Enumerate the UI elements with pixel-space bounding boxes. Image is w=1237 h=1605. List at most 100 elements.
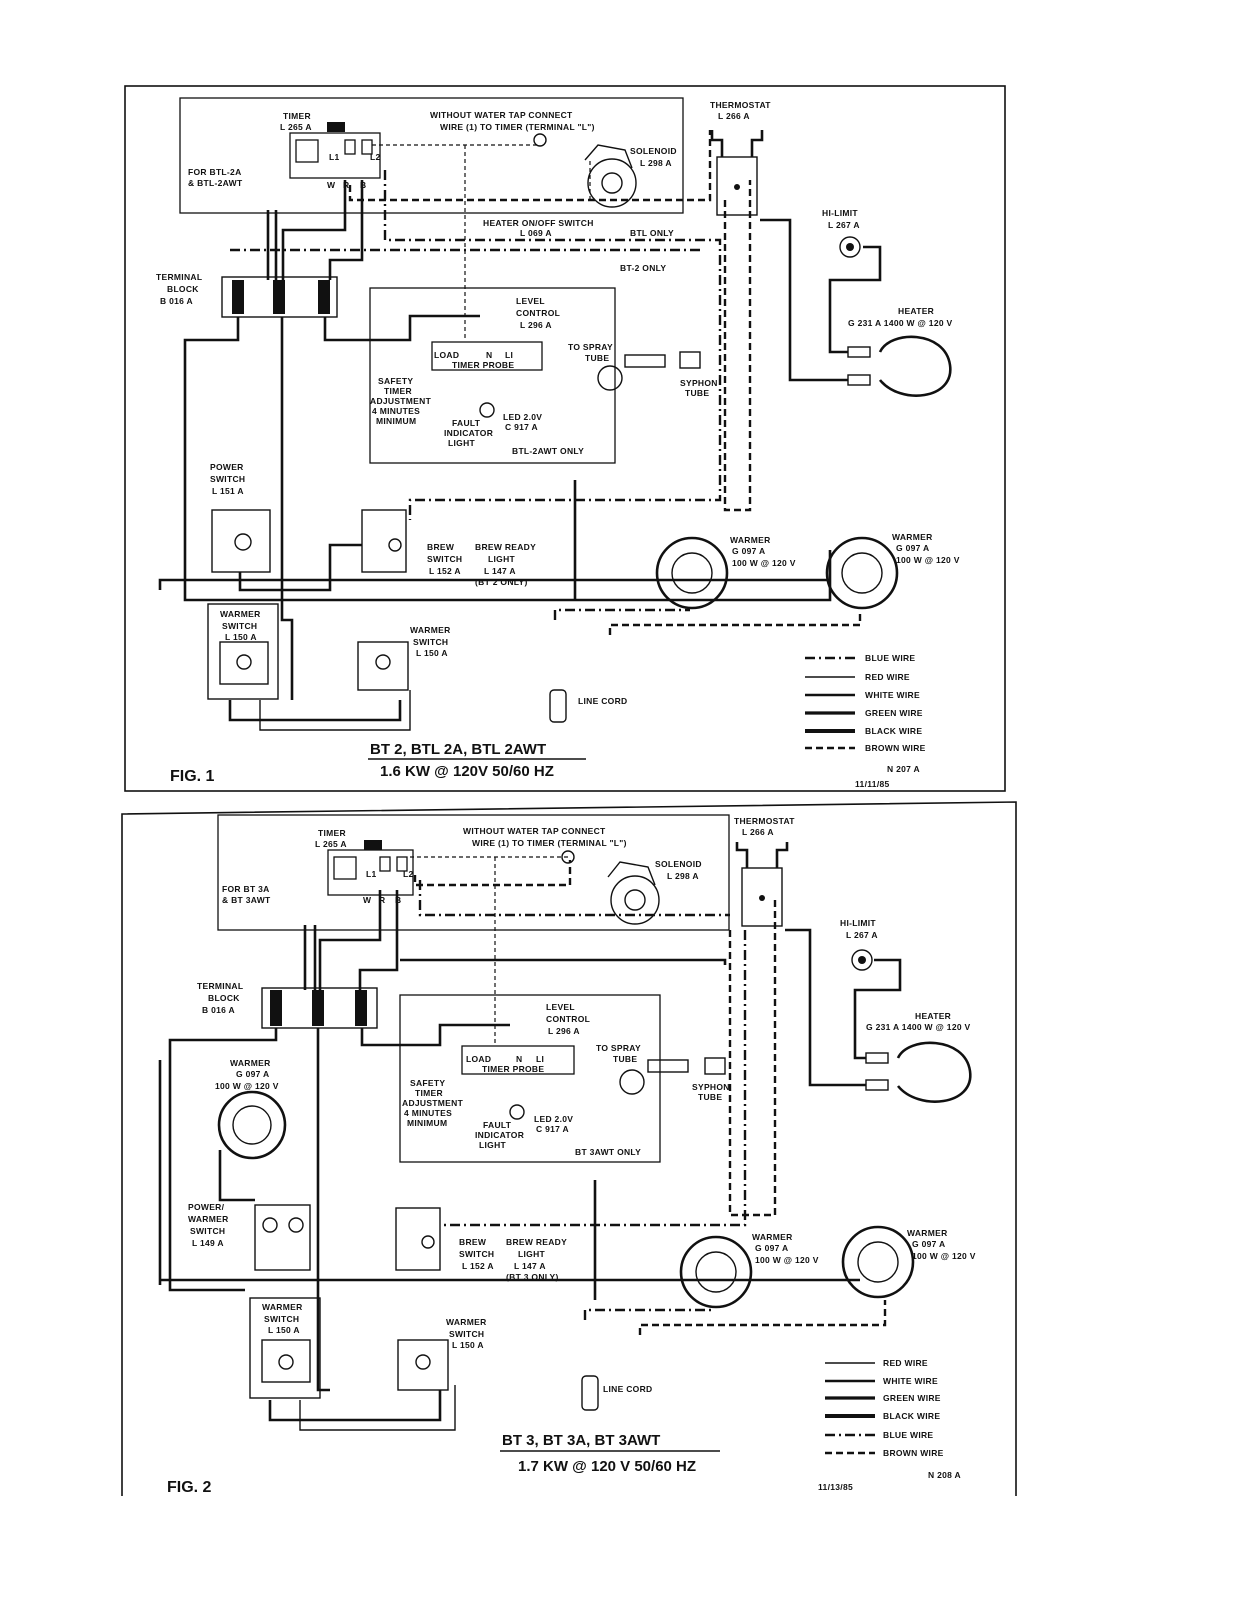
fig1-bt2-only: BT-2 ONLY xyxy=(620,263,666,273)
fig2-warmer-b-2: G 097 A xyxy=(912,1239,945,1249)
fig1-btl-only: BTL ONLY xyxy=(630,228,674,238)
fig2-spray-tube-2: TUBE xyxy=(613,1054,637,1064)
fig2-warmer-switch-b-1: WARMER xyxy=(446,1317,487,1327)
fig2-line-cord-label: LINE CORD xyxy=(603,1384,652,1394)
fig2-legend-5: BLUE WIRE xyxy=(883,1430,933,1440)
fig1-brew-switch-3: L 152 A xyxy=(429,566,461,576)
fig2-warmer-b: WARMER G 097 A 100 W @ 120 V xyxy=(841,1225,975,1299)
fig2-rating: 1.7 KW @ 120 V 50/60 HZ xyxy=(518,1458,696,1475)
fig1-led-1: LED 2.0V xyxy=(503,412,542,422)
fig1-warmer-switch-a-3: L 150 A xyxy=(225,632,257,642)
fig1-syphon-tube-2: TUBE xyxy=(685,388,709,398)
fig1-fault-light-2: INDICATOR xyxy=(444,428,493,438)
fig1-safety-timer-3: ADJUSTMENT xyxy=(370,396,432,406)
fig2-fault-light-1: FAULT xyxy=(483,1120,512,1130)
fig1-warmer-b-1: WARMER xyxy=(892,532,933,542)
fig2-heater-rating: G 231 A 1400 W @ 120 V xyxy=(866,1022,971,1032)
fig1-rating: 1.6 KW @ 120V 50/60 HZ xyxy=(380,763,554,780)
fig1-term-li: LI xyxy=(505,350,513,360)
fig1-warmer-a: WARMER G 097 A 100 W @ 120 V xyxy=(655,535,795,610)
fig2-term-n: N xyxy=(516,1054,522,1064)
fig2-level-control: LEVEL CONTROL L 296 A LOAD N LI TIMER PR… xyxy=(399,994,729,1163)
fig2-safety-timer-4: 4 MINUTES xyxy=(404,1108,452,1118)
fig2-water-tap-note-2: WIRE (1) TO TIMER (TERMINAL "L") xyxy=(472,838,627,848)
fig1-warmer-b: WARMER G 097 A 100 W @ 120 V xyxy=(825,532,959,610)
fig2-brew-switch-3: L 152 A xyxy=(462,1261,494,1271)
fig1-safety-timer-2: TIMER xyxy=(384,386,412,396)
fig1-drawing-no: N 207 A xyxy=(887,764,920,774)
fig1-warmer-switch-b-2: SWITCH xyxy=(413,637,448,647)
fig2-drawing-no: N 208 A xyxy=(928,1470,961,1480)
fig1-solenoid-part: L 298 A xyxy=(640,158,672,168)
fig1-brew-ready-3: L 147 A xyxy=(484,566,516,576)
fig2-brew-ready-3: L 147 A xyxy=(514,1261,546,1271)
fig1-thermostat: THERMOSTAT L 266 A xyxy=(710,100,771,216)
fig1-safety-timer-4: 4 MINUTES xyxy=(372,406,420,416)
fig2-label: FIG. 2 xyxy=(167,1479,212,1496)
fig2-warmer-top: WARMER G 097 A 100 W @ 120 V xyxy=(215,1058,287,1160)
fig1-terminal-block-part: B 016 A xyxy=(160,296,193,306)
fig1-brew-switch: BREW SWITCH L 152 A BREW READY LIGHT L 1… xyxy=(361,509,536,587)
fig1-hi-limit: HI-LIMIT L 267 A xyxy=(822,208,861,258)
figure-1: TIMER L 265 A L1 L2 W R B WITHOUT WATER … xyxy=(124,85,1006,792)
fig2-terminal-block-label-1: TERMINAL xyxy=(197,981,243,991)
fig1-legend-4: GREEN WIRE xyxy=(865,708,923,718)
fig1-brew-switch-1: BREW xyxy=(427,542,455,552)
fig2-brew-ready-4: (BT 3 ONLY) xyxy=(506,1272,559,1282)
fig1-timer-term-w: W xyxy=(327,180,336,190)
fig2-warmer-a-3: 100 W @ 120 V xyxy=(755,1255,819,1265)
fig1-timer-part: L 265 A xyxy=(280,122,312,132)
fig1-level-control-part: L 296 A xyxy=(520,320,552,330)
fig1-warmer-switch-b: WARMER SWITCH L 150 A xyxy=(357,625,451,691)
fig2-timer-term-w: W xyxy=(363,895,372,905)
fig2-line-cord: LINE CORD xyxy=(581,1375,652,1411)
fig2-warmer-top-2: G 097 A xyxy=(236,1069,269,1079)
fig2-terminal-block-part: B 016 A xyxy=(202,1005,235,1015)
fig2-solenoid-part: L 298 A xyxy=(667,871,699,881)
fig2-power-warmer-switch-4: L 149 A xyxy=(192,1238,224,1248)
fig1-terminal-block-label-1: TERMINAL xyxy=(156,272,202,282)
fig1-warmer-switch-b-1: WARMER xyxy=(410,625,451,635)
fig1-legend: BLUE WIRE RED WIRE WHITE WIRE GREEN WIRE… xyxy=(805,653,925,753)
fig1-fault-light-1: FAULT xyxy=(452,418,481,428)
fig1-line-cord-label: LINE CORD xyxy=(578,696,627,706)
fig2-warmer-switch-a: WARMER SWITCH L 150 A xyxy=(249,1297,321,1399)
fig2-warmer-switch-a-1: WARMER xyxy=(262,1302,303,1312)
fig1-term-load: LOAD xyxy=(434,350,459,360)
fig2-legend-4: BLACK WIRE xyxy=(883,1411,940,1421)
fig1-brew-ready-1: BREW READY xyxy=(475,542,536,552)
fig2-for-models-2: & BT 3AWT xyxy=(222,895,271,905)
fig2-warmer-switch-a-3: L 150 A xyxy=(268,1325,300,1335)
fig1-legend-2: RED WIRE xyxy=(865,672,910,682)
fig1-terminal-block: TERMINAL BLOCK B 016 A xyxy=(156,272,338,318)
fig2-hi-limit-part: L 267 A xyxy=(846,930,878,940)
fig1-term-n: N xyxy=(486,350,492,360)
fig2-led-1: LED 2.0V xyxy=(534,1114,573,1124)
fig2-thermostat-part: L 266 A xyxy=(742,827,774,837)
fig1-power-switch-3: L 151 A xyxy=(212,486,244,496)
figure-2: TIMER L 265 A L1 L2 W R B WITHOUT WATER … xyxy=(121,801,1017,1496)
fig2-term-load: LOAD xyxy=(466,1054,491,1064)
fig1-label: FIG. 1 xyxy=(170,768,215,785)
fig1-heater-label: HEATER xyxy=(898,306,934,316)
fig2-awt-only: BT 3AWT ONLY xyxy=(575,1147,641,1157)
fig2-thermostat-label: THERMOSTAT xyxy=(734,816,795,826)
fig2-warmer-switch-b-3: L 150 A xyxy=(452,1340,484,1350)
fig2-solenoid-label: SOLENOID xyxy=(655,859,702,869)
fig2-safety-timer-2: TIMER xyxy=(415,1088,443,1098)
fig1-timer: TIMER L 265 A L1 L2 W R B xyxy=(280,111,381,190)
fig1-syphon-tube-1: SYPHON xyxy=(680,378,718,388)
fig1-water-tap-note-2: WIRE (1) TO TIMER (TERMINAL "L") xyxy=(440,122,595,132)
fig2-legend-3: GREEN WIRE xyxy=(883,1393,941,1403)
fig2-safety-timer-5: MINIMUM xyxy=(407,1118,447,1128)
fig2-wiring xyxy=(158,856,902,1431)
fig1-hi-limit-part: L 267 A xyxy=(828,220,860,230)
fig2-timer-term-l2: L2 xyxy=(403,869,414,879)
fig1-title: BT 2, BTL 2A, BTL 2AWT xyxy=(370,741,546,758)
fig1-heater-rating: G 231 A 1400 W @ 120 V xyxy=(848,318,953,328)
fig2-warmer-a-1: WARMER xyxy=(752,1232,793,1242)
fig1-brew-ready-2: LIGHT xyxy=(488,554,516,564)
fig1-fault-light-3: LIGHT xyxy=(448,438,476,448)
fig1-warmer-a-2: G 097 A xyxy=(732,546,765,556)
fig2-led-2: C 917 A xyxy=(536,1124,569,1134)
